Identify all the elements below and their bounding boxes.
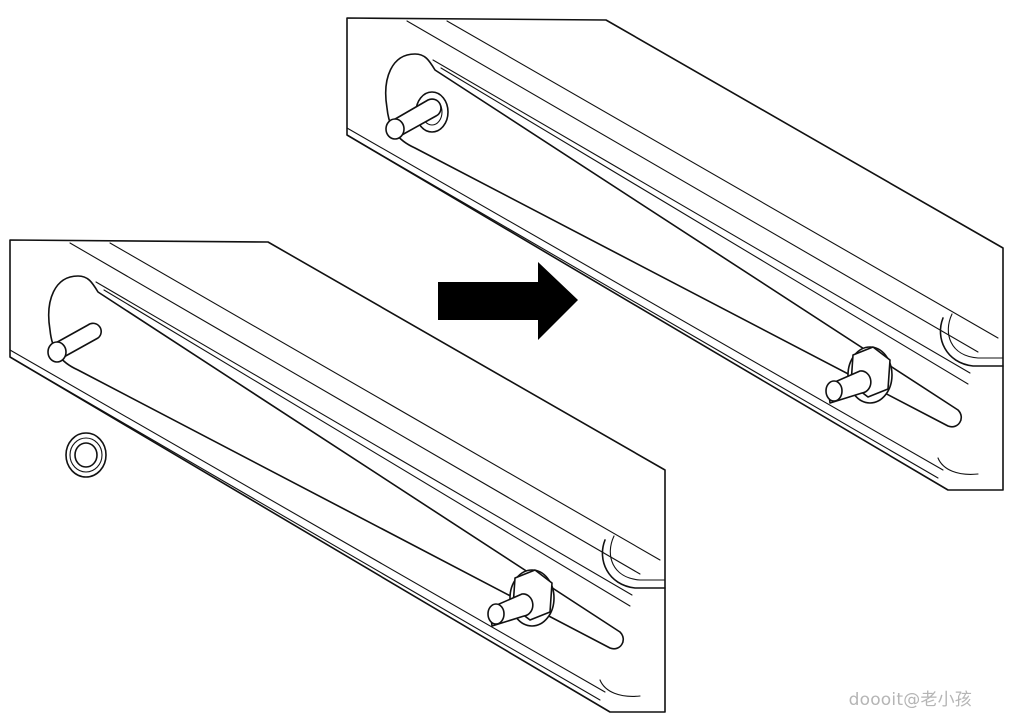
slot-outline (385, 53, 963, 428)
stud-with-washer (385, 91, 449, 140)
flange-nut (825, 346, 893, 404)
after-panel (346, 17, 1004, 491)
flange-nut (487, 569, 555, 627)
watermark-text: doooit@老小孩 (848, 690, 972, 710)
slot-outline (48, 275, 625, 650)
direction-arrow (438, 262, 578, 340)
lock-washer (65, 432, 107, 478)
stud (47, 322, 102, 363)
before-panel (9, 239, 666, 713)
arrow-right-icon (438, 262, 578, 340)
rail-outline (346, 17, 1004, 491)
